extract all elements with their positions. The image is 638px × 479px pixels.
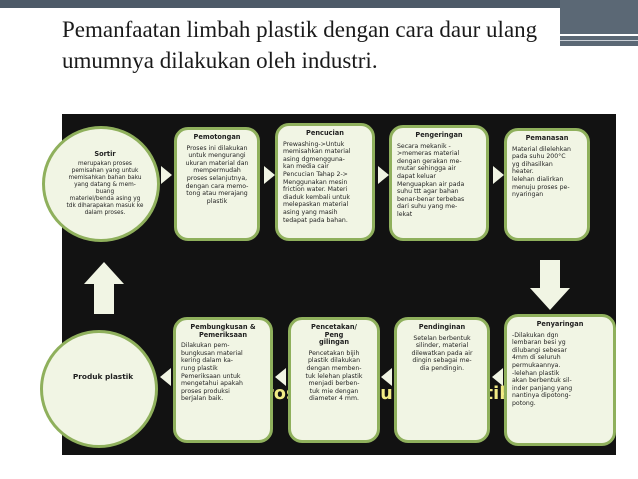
diagram-panel: Sortir merupakan proses pemisahan yang u… <box>40 114 616 455</box>
node-pendinginan: Pendinginan Setelan berbentuk silinder, … <box>394 317 490 443</box>
node-pemanasan-body: Material dilelehkan pada suhu 200°C yg d… <box>512 145 571 199</box>
node-pencetakan: Pencetakan/ Peng gilingan Pencetakan bij… <box>288 317 380 443</box>
node-pencetakan-body: Pencetakan bijih plastik dilakukan denga… <box>305 349 363 403</box>
node-penyaringan-title: Penyaringan <box>536 320 584 328</box>
node-pencucian-body: Prewashing->Untuk memisahkan material as… <box>283 140 351 224</box>
node-sortir: Sortir merupakan proses pemisahan yang u… <box>42 126 160 242</box>
arrow-pembungkusan-to-produk <box>160 368 171 386</box>
node-pendinginan-body: Setelan berbentuk silinder, material dil… <box>411 334 473 372</box>
node-pencucian: Pencucian Prewashing->Untuk memisahkan m… <box>275 123 375 241</box>
node-pembungkusan-body: Dilakukan pem- bungkusan material kering… <box>181 342 243 403</box>
node-pemotongan-title: Pemotongan <box>193 133 241 141</box>
arrow-penyaringan-to-pendinginan <box>492 368 503 386</box>
node-sortir-title: Sortir <box>94 150 116 158</box>
node-pemotongan: Pemotongan Proses ini dilakukan untuk me… <box>174 127 260 241</box>
arrow-down-pemanasan-to-penyaringan <box>530 260 570 310</box>
arrow-pencucian-to-pengeringan <box>378 166 389 184</box>
node-pencetakan-title: Pencetakan/ Peng gilingan <box>311 323 357 347</box>
accent-line-thin <box>560 40 638 41</box>
node-pemotongan-body: Proses ini dilakukan untuk mengurangi uk… <box>185 144 249 205</box>
node-pencucian-title: Pencucian <box>306 129 344 137</box>
top-bar <box>0 0 638 8</box>
arrow-pengeringan-to-pemanasan <box>493 166 504 184</box>
node-pengeringan-body: Secara mekanik - >memeras material denga… <box>397 142 465 218</box>
node-sortir-body: merupakan proses pemisahan yang untuk me… <box>66 161 144 216</box>
arrow-pemotongan-to-pencucian <box>264 166 275 184</box>
node-pemanasan-title: Pemanasan <box>525 134 569 142</box>
arrow-pencetakan-to-pembungkusan <box>275 368 286 386</box>
node-penyaringan-body: -Dilakukan dgn lembaran besi yg dilubang… <box>512 331 573 407</box>
node-pembungkusan-title: Pembungkusan & Pemeriksaan <box>190 323 256 339</box>
arrow-up-produk-to-sortir <box>84 262 124 314</box>
node-pembungkusan: Pembungkusan & Pemeriksaan Dilakukan pem… <box>173 317 273 443</box>
node-produk: Produk plastik <box>40 330 158 448</box>
node-produk-title: Produk plastik <box>72 372 134 381</box>
slide-title: Pemanfaatan limbah plastik dengan cara d… <box>62 17 538 73</box>
node-pemanasan: Pemanasan Material dilelehkan pada suhu … <box>504 128 590 241</box>
node-pengeringan: Pengeringan Secara mekanik - >memeras ma… <box>389 125 489 241</box>
accent-line <box>560 34 638 36</box>
arrow-pendinginan-to-pencetakan <box>381 368 392 386</box>
corner-accent <box>560 0 638 46</box>
node-pendinginan-title: Pendinginan <box>418 323 466 331</box>
arrow-sortir-to-pemotongan <box>161 166 172 184</box>
node-pengeringan-title: Pengeringan <box>415 131 463 139</box>
node-penyaringan: Penyaringan -Dilakukan dgn lembaran besi… <box>504 314 616 446</box>
